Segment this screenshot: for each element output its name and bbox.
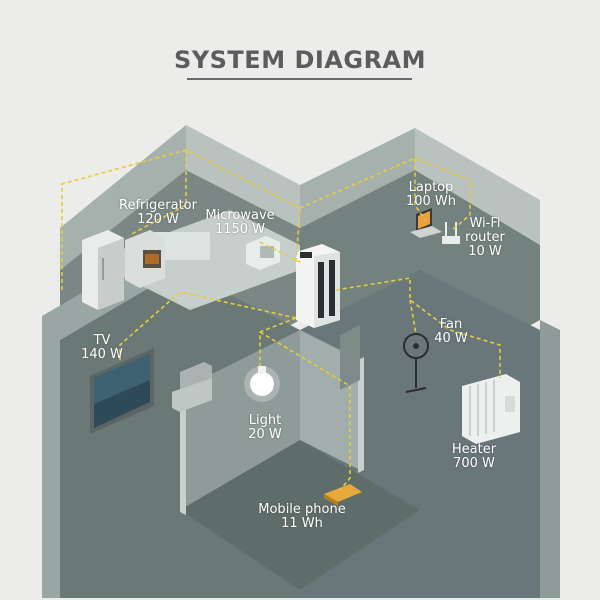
label-tv: TV 140 W <box>76 334 128 362</box>
left-outer-wall <box>42 236 180 598</box>
fan-power: 40 W <box>434 331 468 346</box>
label-fan: Fan 40 W <box>428 318 474 346</box>
wall-edge-left <box>180 387 186 515</box>
label-heater: Heater 700 W <box>444 443 504 471</box>
tv-power: 140 W <box>81 347 123 362</box>
power-wiring <box>61 149 501 491</box>
label-laptop: Laptop 100 Wh <box>398 181 464 209</box>
label-light: Light 20 W <box>240 414 290 442</box>
back-wall-right-left <box>300 128 415 228</box>
power-station-icon <box>296 244 340 328</box>
heater-name: Heater <box>451 442 497 457</box>
label-microwave: Microwave 1150 W <box>196 209 284 237</box>
heater-icon <box>462 374 520 444</box>
wifi-power: 10 W <box>468 244 502 259</box>
laptop-power: 100 Wh <box>405 194 457 209</box>
heater-power: 700 W <box>453 456 495 471</box>
phone-power: 11 Wh <box>281 516 323 531</box>
microwave-power: 1150 W <box>214 222 266 237</box>
back-wall-center <box>186 125 300 228</box>
light-power: 20 W <box>248 427 282 442</box>
back-wall-left <box>60 125 186 270</box>
stove-icon <box>125 230 165 288</box>
right-outer-wall <box>540 320 560 598</box>
mobile-phone-icon <box>324 484 362 506</box>
title-underline <box>187 78 412 80</box>
microwave-name: Microwave <box>205 208 275 223</box>
light-name: Light <box>248 413 282 428</box>
microwave-icon <box>246 236 280 270</box>
refrigerator-name: Refrigerator <box>119 198 197 213</box>
refrigerator-icon <box>82 230 124 310</box>
label-refrigerator: Refrigerator 120 W <box>100 199 216 227</box>
light-bulb-icon <box>244 366 280 402</box>
laptop-name: Laptop <box>408 180 454 195</box>
laptop-icon <box>410 208 442 238</box>
fan-icon <box>403 333 429 393</box>
page-title: SYSTEM DIAGRAM <box>173 46 426 74</box>
bottom-room-floor <box>180 440 420 590</box>
wifi-name-line2: router <box>465 230 505 245</box>
wifi-name-line1: Wi-Fi <box>469 216 501 231</box>
refrigerator-power: 120 W <box>137 212 179 227</box>
wall-edge-right <box>358 357 364 473</box>
fan-name: Fan <box>439 317 463 332</box>
sofa-icon <box>172 362 212 412</box>
tv-name: TV <box>93 333 111 348</box>
tv-icon <box>90 348 154 434</box>
phone-name: Mobile phone <box>258 502 346 517</box>
back-wall-right <box>415 128 540 245</box>
interior-door <box>340 325 360 390</box>
label-mobile-phone: Mobile phone 11 Wh <box>248 503 356 531</box>
label-wifi-router: Wi-Fi router 10 W <box>458 217 512 259</box>
wifi-router-icon <box>442 222 460 244</box>
